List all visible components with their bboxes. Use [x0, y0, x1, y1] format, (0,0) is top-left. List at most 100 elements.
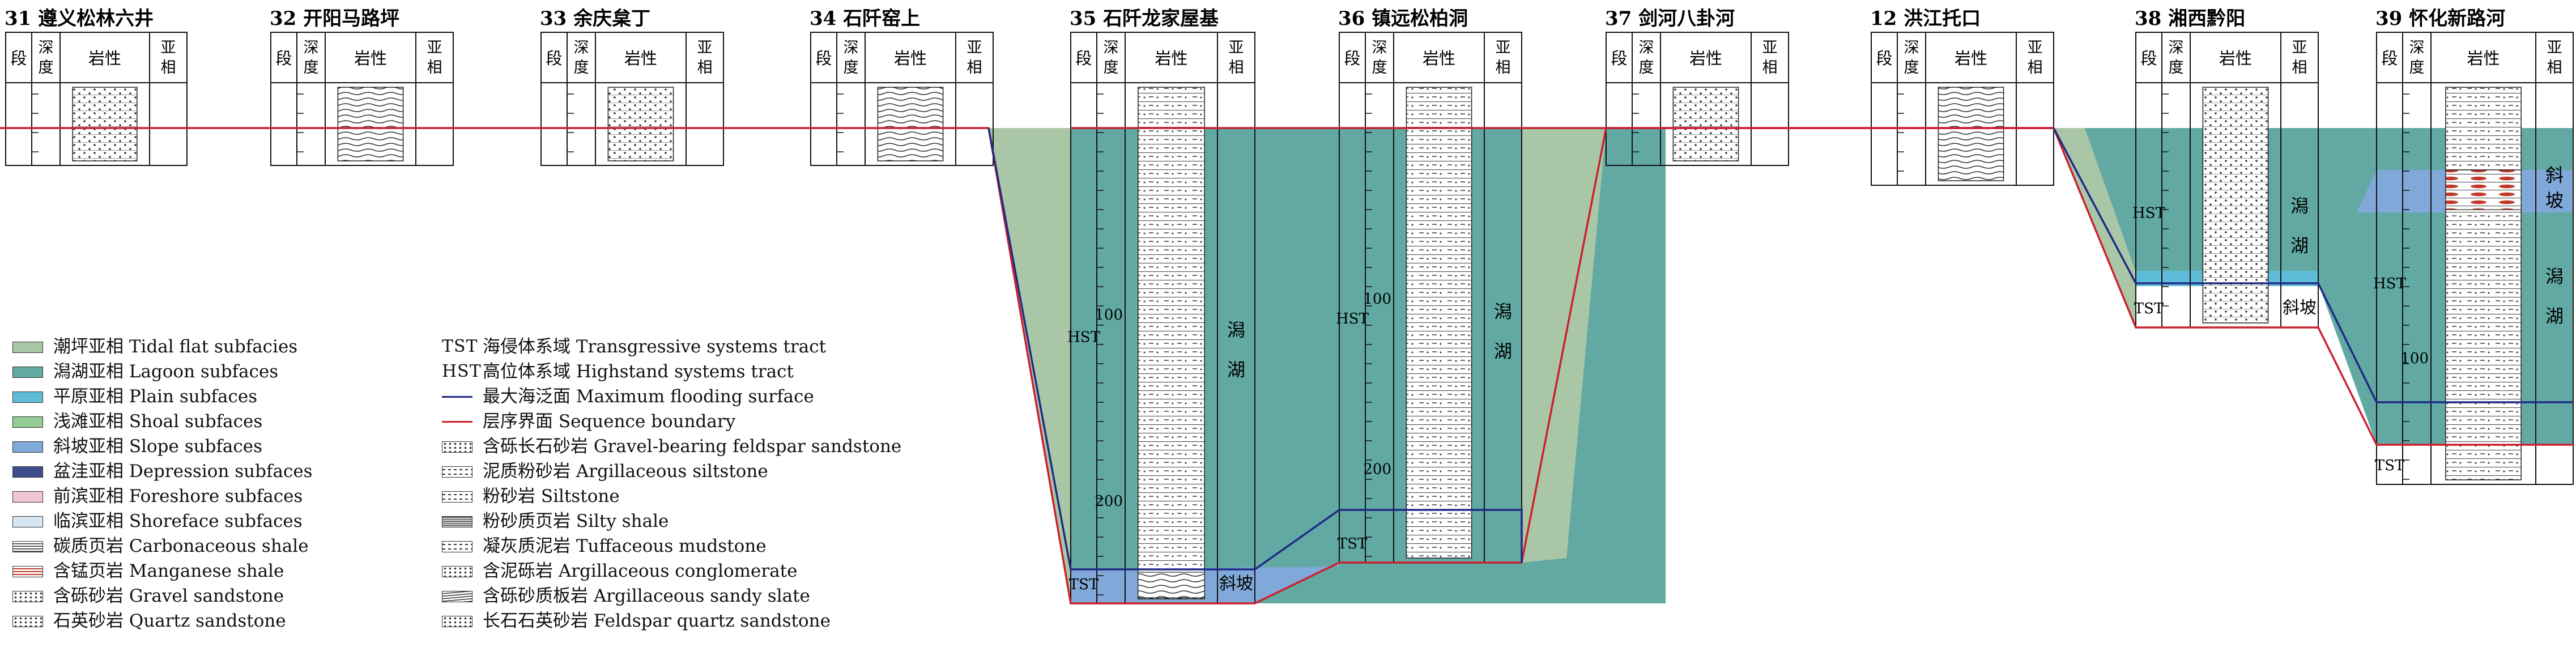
- header-seg: 段: [2140, 49, 2157, 68]
- legend-swatch: [442, 516, 472, 527]
- section-31: 31 遵义松林六井段深度岩性亚相: [5, 7, 188, 166]
- column-body: [270, 82, 454, 166]
- header-depth: 深: [2409, 39, 2425, 57]
- hst-label: HST: [1336, 310, 1369, 327]
- section-36: 36 镇远松柏洞段深度岩性亚相100200HSTTST潟湖: [1336, 7, 1522, 563]
- legend-label: 斜坡亚相 Slope subfaces: [53, 436, 263, 457]
- legend-label: 粉砂质页岩 Silty shale: [483, 511, 669, 531]
- hst-label: HST: [2132, 205, 2165, 222]
- legend-swatch: [442, 466, 472, 478]
- hst-label: HST: [1067, 329, 1100, 346]
- header-seg: 段: [1344, 49, 1360, 68]
- section-title: 33 余庆枲丁: [540, 7, 650, 30]
- legend-swatch: [12, 441, 43, 453]
- header-lith: 岩性: [354, 49, 387, 68]
- header-lith: 岩性: [624, 49, 657, 68]
- legend-swatch: [12, 466, 43, 478]
- header-subfacies: 亚: [2028, 39, 2043, 57]
- legend-label: 海侵体系域 Transgressive systems tract: [483, 337, 827, 357]
- header-row: [5, 32, 188, 83]
- header-subfacies: 相: [1229, 59, 1244, 76]
- legend-label: 含泥砾岩 Argillaceous conglomerate: [483, 561, 798, 581]
- depth-label: 100: [1363, 291, 1391, 308]
- header-subfacies: 亚: [2547, 39, 2562, 57]
- legend-swatch: [442, 616, 472, 627]
- tst-label: TST: [1069, 576, 1099, 593]
- section-title: 36 镇远松柏洞: [1338, 7, 1468, 30]
- facies-fill-layer: [989, 128, 2573, 603]
- subfacies-label: 湖: [2290, 235, 2309, 256]
- header-depth: 深: [1904, 39, 1919, 57]
- legend-label: 最大海泛面 Maximum flooding surface: [483, 386, 814, 407]
- legend-label: 层序界面 Sequence boundary: [483, 411, 736, 432]
- tst-label: TST: [2375, 457, 2405, 474]
- header-depth: 深: [304, 39, 319, 57]
- lithology-column: [877, 87, 944, 161]
- section-33: 33 余庆枲丁段深度岩性亚相: [540, 7, 724, 166]
- subfacies-label: 潟: [1227, 320, 1245, 341]
- legend-label: 潟湖亚相 Lagoon subfaces: [53, 361, 279, 382]
- header-lith: 岩性: [1155, 49, 1187, 68]
- legend-swatch: [12, 516, 43, 527]
- header-subfacies: 相: [1496, 59, 1511, 76]
- header-row: [2376, 32, 2574, 83]
- header-subfacies: 相: [967, 59, 982, 76]
- legend-swatch: [12, 342, 43, 353]
- header-depth: 深: [39, 39, 54, 57]
- subfacies-label: 湖: [2545, 305, 2564, 327]
- header-depth: 深: [1372, 39, 1387, 57]
- legend-swatch: [442, 566, 472, 577]
- section-35: 35 石阡龙家屋基段深度岩性亚相100200HSTTST潟湖斜坡: [1067, 7, 1255, 604]
- header-lith: 岩性: [1423, 49, 1455, 68]
- header-depth: 深: [1639, 39, 1654, 57]
- header-seg: 段: [546, 49, 562, 68]
- header-subfacies: 亚: [427, 39, 442, 57]
- legend-swatch: [12, 491, 43, 503]
- section-title: 34 石阡窑上: [810, 7, 920, 30]
- header-row: [810, 32, 994, 83]
- header-subfacies: 亚: [1496, 39, 1511, 57]
- header-depth: 度: [39, 59, 54, 76]
- lithology-column: [72, 87, 138, 161]
- header-row: [270, 32, 454, 83]
- legend-label: 临滨亚相 Shoreface subfaces: [53, 511, 303, 531]
- legend-abbr: TST: [442, 337, 478, 356]
- section-title: 35 石阡龙家屋基: [1070, 7, 1219, 30]
- header-depth: 度: [1372, 59, 1387, 76]
- section-37: 37 剑河八卦河段深度岩性亚相: [1605, 7, 1789, 166]
- column-body: [810, 82, 994, 166]
- subfacies-label: 潟: [2290, 195, 2309, 216]
- header-depth: 度: [1639, 59, 1654, 76]
- header-subfacies: 相: [1762, 59, 1778, 76]
- legend-swatch: [12, 541, 43, 552]
- subfacies-label: 湖: [1494, 340, 1512, 362]
- header-subfacies: 相: [161, 59, 176, 76]
- legend-label: 含砾砂质板岩 Argillaceous sandy slate: [483, 586, 810, 606]
- hst-label: HST: [2373, 275, 2406, 292]
- header-depth: 度: [844, 59, 859, 76]
- legend-label: 含锰页岩 Manganese shale: [53, 561, 284, 581]
- manganese-shale-bed: [2445, 169, 2522, 210]
- lithology-column: [1938, 87, 2004, 181]
- header-depth: 深: [844, 39, 859, 57]
- legend-label: 平原亚相 Plain subfaces: [53, 386, 258, 407]
- header-subfacies: 相: [2292, 59, 2307, 76]
- header-subfacies: 相: [697, 59, 713, 76]
- legend-swatch: [442, 541, 472, 552]
- header-depth: 深: [2169, 39, 2184, 57]
- legend-swatch: [12, 616, 43, 627]
- tst-label: TST: [2134, 300, 2164, 317]
- legend-label: 含砾长石砂岩 Gravel-bearing feldspar sandstone: [483, 436, 902, 457]
- section-title: 37 剑河八卦河: [1605, 7, 1735, 30]
- lithology-column: [2202, 87, 2269, 324]
- section-title: 12 洪江托口: [1870, 7, 1981, 30]
- header-lith: 岩性: [2219, 49, 2252, 68]
- column-body: [5, 82, 188, 166]
- header-seg: 段: [1876, 49, 1892, 68]
- section-title: 38 湘西黔阳: [2135, 7, 2245, 30]
- header-subfacies: 亚: [1762, 39, 1778, 57]
- slate-bed: [1138, 572, 1205, 598]
- header-depth: 度: [304, 59, 319, 76]
- section-title: 32 开阳马路坪: [270, 7, 399, 30]
